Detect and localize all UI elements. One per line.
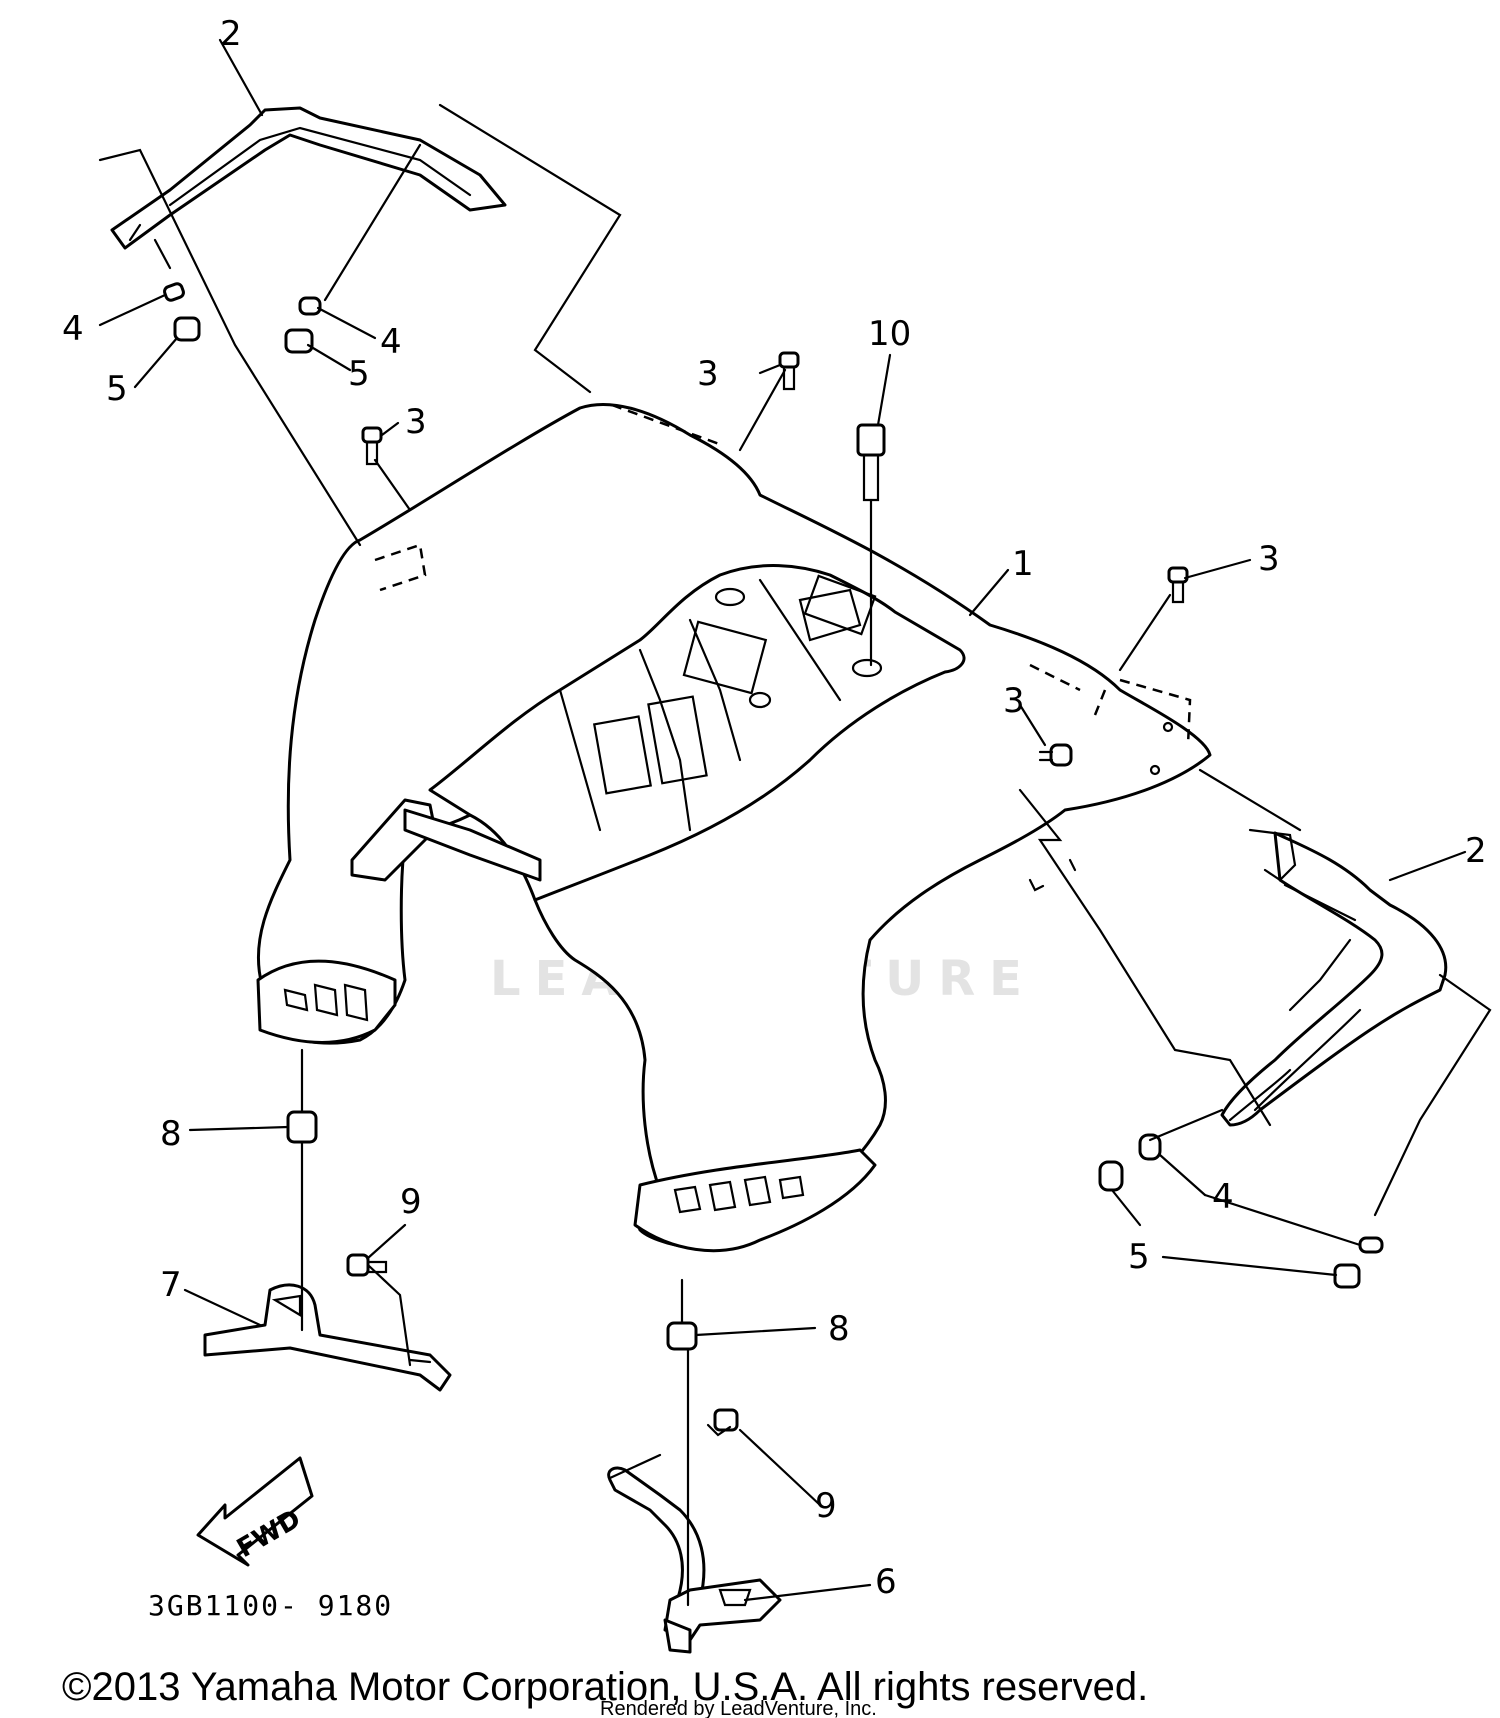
bolt-9-right: [706, 1408, 739, 1437]
callout-9-left: 9: [400, 1182, 422, 1222]
nut-4-left: [163, 282, 185, 302]
nut-5-right-b: [1333, 1263, 1361, 1289]
rendered-by-notice: Rendered by LeadVenture, Inc.: [600, 1698, 877, 1718]
callout-6: 6: [875, 1562, 897, 1602]
part-code: 3GB1100- 9180: [148, 1589, 393, 1622]
callout-2-right: 2: [1465, 831, 1487, 871]
nut-4-right-b: [1358, 1236, 1384, 1254]
right-footpad-ribs: [673, 1175, 805, 1214]
grommet-8-left: [286, 1110, 318, 1144]
callout-7: 7: [160, 1265, 182, 1305]
callout-10: 10: [868, 314, 911, 354]
nut-4-right-a: [1138, 1133, 1162, 1161]
bolt-3-right: [1167, 566, 1189, 604]
nut-5-right-a: [1098, 1160, 1124, 1192]
callout-9-right: 9: [815, 1486, 837, 1526]
nut-4-center: [298, 296, 322, 316]
left-footpad-ribs: [283, 983, 369, 1022]
callout-5-center: 5: [348, 354, 370, 394]
nut-5-left: [173, 316, 201, 342]
callout-2-left: 2: [220, 14, 242, 54]
stay-6: [607, 1466, 782, 1654]
leader-lines: [98, 38, 1467, 1607]
copyright-notice: ©2013 Yamaha Motor Corporation, U.S.A. A…: [62, 1665, 1148, 1709]
callout-8-left: 8: [160, 1114, 182, 1154]
callout-1: 1: [1012, 544, 1034, 584]
callout-3-mid: 3: [1003, 681, 1025, 721]
fwd-arrow-icon: FWD: [196, 1456, 314, 1567]
front-fender: [256, 403, 1212, 1253]
callout-3-top-left: 3: [405, 402, 427, 442]
bolt-3-top-left: [361, 426, 383, 466]
bolt-3-mid: [1038, 743, 1073, 767]
callout-5-left: 5: [106, 369, 128, 409]
grommet-8-right: [666, 1321, 698, 1351]
left-flap: [110, 106, 507, 250]
callout-3-top-center: 3: [697, 354, 719, 394]
nut-5-center: [284, 328, 314, 354]
bolt-10: [856, 423, 886, 502]
callout-4-left: 4: [62, 309, 84, 349]
callout-4-center: 4: [380, 322, 402, 362]
callout-4-right: 4: [1212, 1177, 1234, 1217]
bolt-3-top-center: [778, 351, 800, 391]
stay-7: [203, 1283, 452, 1392]
right-flap: [1220, 831, 1448, 1127]
callout-8-right: 8: [828, 1309, 850, 1349]
callout-5-right: 5: [1128, 1237, 1150, 1277]
callout-3-right: 3: [1258, 539, 1280, 579]
